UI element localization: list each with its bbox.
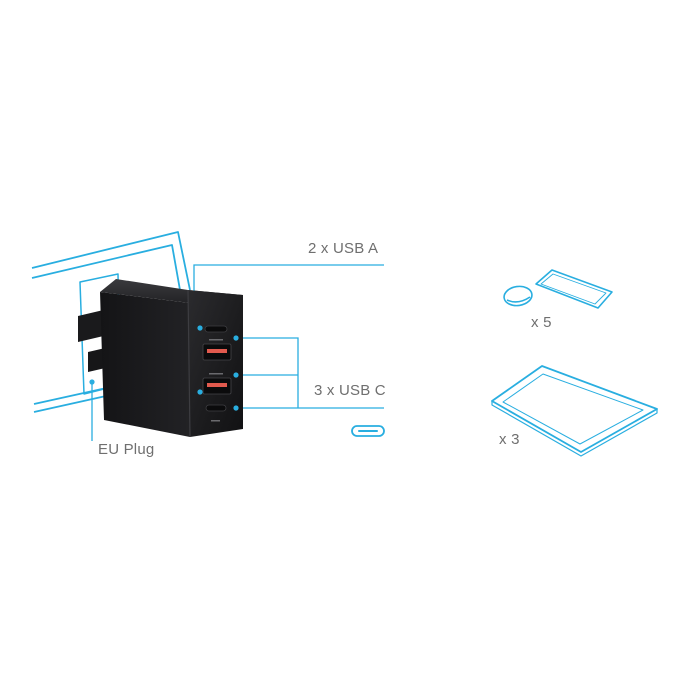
phone-icon [535, 269, 613, 309]
tablet-count-label: x 3 [499, 431, 520, 448]
tablet-icon [491, 365, 658, 457]
earbuds-case-icon [503, 285, 533, 307]
usb-c-label: 3 x USB C [314, 382, 386, 399]
usb-a-label: 2 x USB A [308, 240, 379, 257]
small-devices-count-label: x 5 [531, 314, 552, 331]
charger-image [78, 279, 243, 438]
callout-dots [89, 325, 239, 411]
usb-c-connector-icon [351, 425, 385, 437]
eu-plug-label: EU Plug [98, 441, 155, 458]
